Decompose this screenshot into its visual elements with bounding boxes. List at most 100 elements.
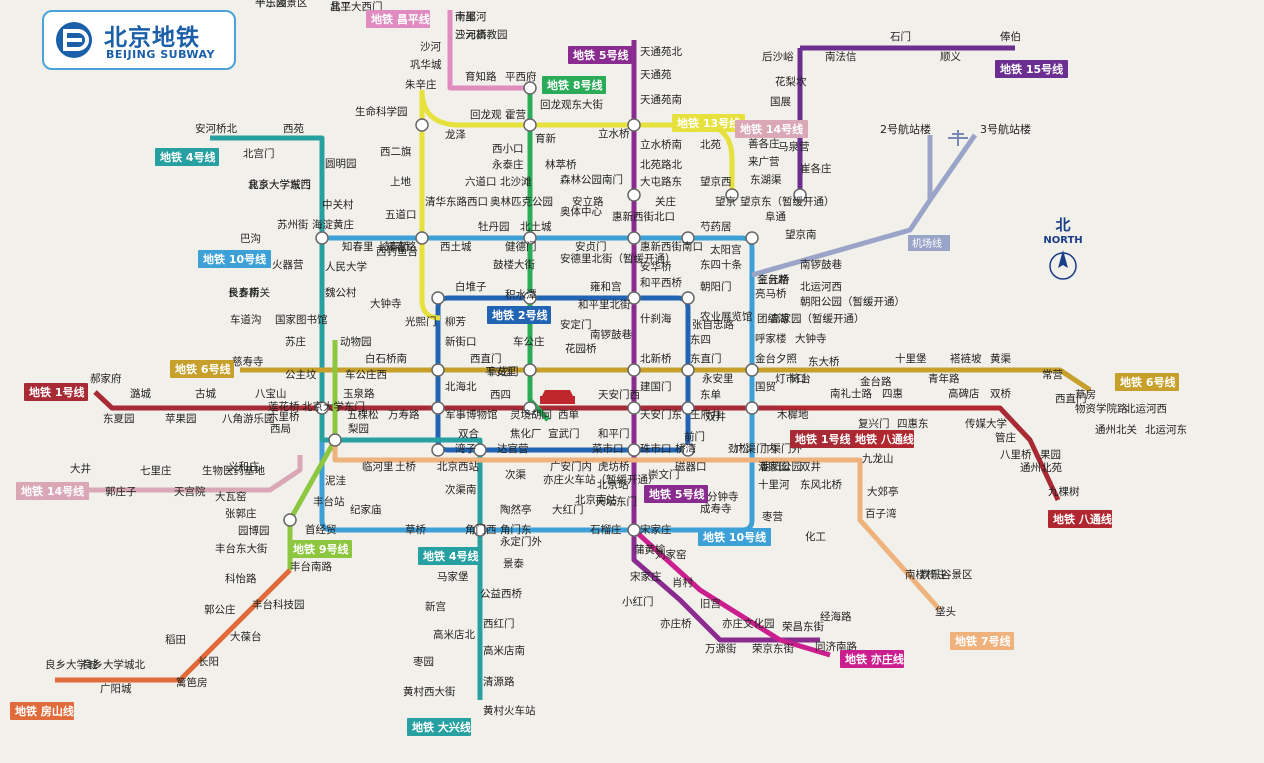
interchange-marker[interactable] — [431, 401, 445, 415]
station-label[interactable]: 大钟寺 — [795, 332, 827, 345]
station-label[interactable]: 新宫 — [425, 600, 446, 613]
station-label[interactable]: 天宫院 — [174, 485, 206, 498]
station-label[interactable]: 回龙观 — [470, 108, 502, 121]
station-label[interactable]: 海淀黄庄 — [312, 218, 354, 231]
station-label[interactable]: 崔各庄 — [800, 162, 832, 175]
station-label[interactable]: 大瓦窑 — [215, 490, 247, 503]
station-label[interactable]: 西直门 — [1055, 392, 1087, 405]
station-label[interactable]: 荣京东街 — [752, 642, 794, 655]
interchange-marker[interactable] — [415, 231, 429, 245]
station-label[interactable]: 六里桥 — [268, 411, 300, 423]
station-label[interactable]: 和平里北街 — [578, 298, 631, 311]
station-label[interactable]: 安立路 — [572, 195, 604, 208]
station-label[interactable]: 古城 — [195, 387, 216, 400]
station-label[interactable]: 林萃桥 — [545, 158, 577, 171]
station-label[interactable]: 永安里 — [702, 372, 734, 385]
station-label[interactable]: 同济南路 — [815, 640, 857, 653]
line-badge[interactable] — [850, 430, 914, 448]
station-label[interactable]: 安贞门 — [575, 240, 607, 253]
station-label[interactable]: 西直门 — [470, 352, 502, 365]
station-label[interactable]: 草桥 — [405, 524, 426, 536]
station-label[interactable]: 丰台科技园 — [252, 598, 305, 611]
station-label[interactable]: 清华东路西口 — [425, 195, 488, 208]
station-label[interactable]: 人民大学 — [325, 260, 367, 273]
station-label[interactable]: 国展 — [770, 96, 791, 108]
station-label[interactable]: 马家堡 — [437, 570, 469, 583]
station-label[interactable]: 篱笆房 — [176, 676, 208, 689]
line-badge[interactable] — [698, 528, 771, 546]
station-label[interactable]: 阜成门 — [487, 365, 519, 378]
station-label[interactable]: 花梨坎 — [775, 75, 807, 88]
station-label[interactable]: 森林公园南门 — [560, 173, 623, 186]
station-label[interactable]: 天安门西 — [598, 388, 640, 401]
station-label[interactable]: 沙河 — [420, 41, 441, 53]
interchange-marker[interactable] — [523, 401, 537, 415]
station-label[interactable]: 平西府 — [505, 70, 537, 83]
station-label[interactable]: 生命科学园 — [355, 105, 408, 118]
station-label[interactable]: 旧宫 — [700, 597, 721, 610]
station-label[interactable]: 金台路 — [757, 273, 789, 286]
station-label[interactable]: 慈寿寺 — [232, 355, 264, 368]
station-label[interactable]: 朝阳门 — [700, 280, 732, 293]
station-label[interactable]: 前门 — [684, 430, 705, 443]
station-label[interactable]: 安河桥北 — [195, 122, 237, 135]
station-label[interactable]: 亮马桥 — [755, 287, 787, 300]
station-label[interactable]: 褡裢坡 — [950, 352, 982, 365]
station-label[interactable]: 王府井 — [690, 408, 722, 421]
line-badge[interactable] — [644, 485, 708, 503]
station-label[interactable]: 九龙山 — [862, 452, 894, 465]
station-label[interactable]: 木樨地 — [777, 408, 809, 421]
station-label[interactable]: 丰台站 — [313, 495, 345, 508]
station-label[interactable]: 西钓鱼台 — [376, 245, 418, 258]
station-label[interactable]: 东风北桥 — [800, 478, 842, 491]
interchange-marker[interactable] — [681, 401, 695, 415]
line-badge[interactable] — [16, 482, 89, 500]
station-label[interactable]: 通州北苑 — [1020, 461, 1062, 474]
station-label[interactable]: 万源街 — [705, 642, 737, 655]
station-label[interactable]: 朝阳公园 — [760, 461, 802, 473]
station-label[interactable]: 莲花桥 — [268, 400, 300, 413]
interchange-marker[interactable] — [431, 291, 445, 305]
station-label[interactable]: 亦庄文化园 — [722, 617, 775, 630]
station-label[interactable]: 郭庄子 — [105, 485, 137, 498]
station-label[interactable]: 花园桥 — [565, 342, 597, 355]
station-label[interactable]: 十里河 — [758, 478, 790, 491]
station-label[interactable]: 北运河西 — [800, 281, 842, 293]
station-label[interactable]: 阜通 — [765, 210, 786, 223]
line-badge[interactable] — [366, 10, 430, 28]
station-label[interactable]: 巩华城 — [410, 58, 442, 71]
station-label[interactable]: 霍营 — [505, 108, 526, 121]
station-label[interactable]: 刘家窑 — [655, 548, 687, 561]
interchange-marker[interactable] — [431, 363, 445, 377]
station-label[interactable]: 望京南 — [785, 228, 817, 241]
station-label[interactable]: 奥林匹克公园 — [490, 195, 553, 208]
station-label[interactable]: 沙河高教园 — [455, 28, 508, 41]
station-label[interactable]: 天坛东门 — [595, 495, 637, 508]
station-label[interactable]: 育新 — [535, 132, 556, 145]
station-label[interactable]: 天通苑 — [640, 68, 672, 81]
station-label[interactable]: 北京大学东门 — [248, 178, 311, 191]
station-label[interactable]: 魏公村 — [325, 286, 357, 299]
station-label[interactable]: 良乡南关 — [228, 286, 270, 299]
station-label[interactable]: 草房 — [1075, 388, 1096, 401]
station-label[interactable]: 大葆台 — [230, 630, 262, 643]
station-label[interactable]: 百子湾 — [865, 507, 897, 520]
line-badge[interactable] — [170, 360, 234, 378]
station-label[interactable]: 潞城 — [130, 387, 151, 400]
station-label[interactable]: 西小口 — [492, 143, 524, 155]
station-label[interactable]: 南楼梓庄 — [905, 568, 947, 581]
line-badge[interactable] — [735, 120, 808, 138]
station-label[interactable]: 北宫门 — [243, 147, 275, 160]
interchange-marker[interactable] — [681, 231, 695, 245]
station-label[interactable]: 良乡大学城西 — [248, 178, 311, 191]
station-label[interactable]: 知春里 — [342, 240, 374, 253]
interchange-marker[interactable] — [745, 231, 759, 245]
interchange-marker[interactable] — [523, 118, 537, 132]
station-label[interactable]: 园博园 — [238, 524, 270, 537]
line-badge[interactable] — [198, 250, 271, 268]
station-label[interactable]: 高家园（暂缓开通） — [770, 312, 865, 325]
station-label[interactable]: 五棵松 — [347, 408, 379, 421]
station-label[interactable]: 长春桥 — [228, 287, 260, 299]
station-label[interactable]: 西红门 — [483, 617, 515, 630]
station-label[interactable]: 圆明园 — [325, 158, 357, 170]
